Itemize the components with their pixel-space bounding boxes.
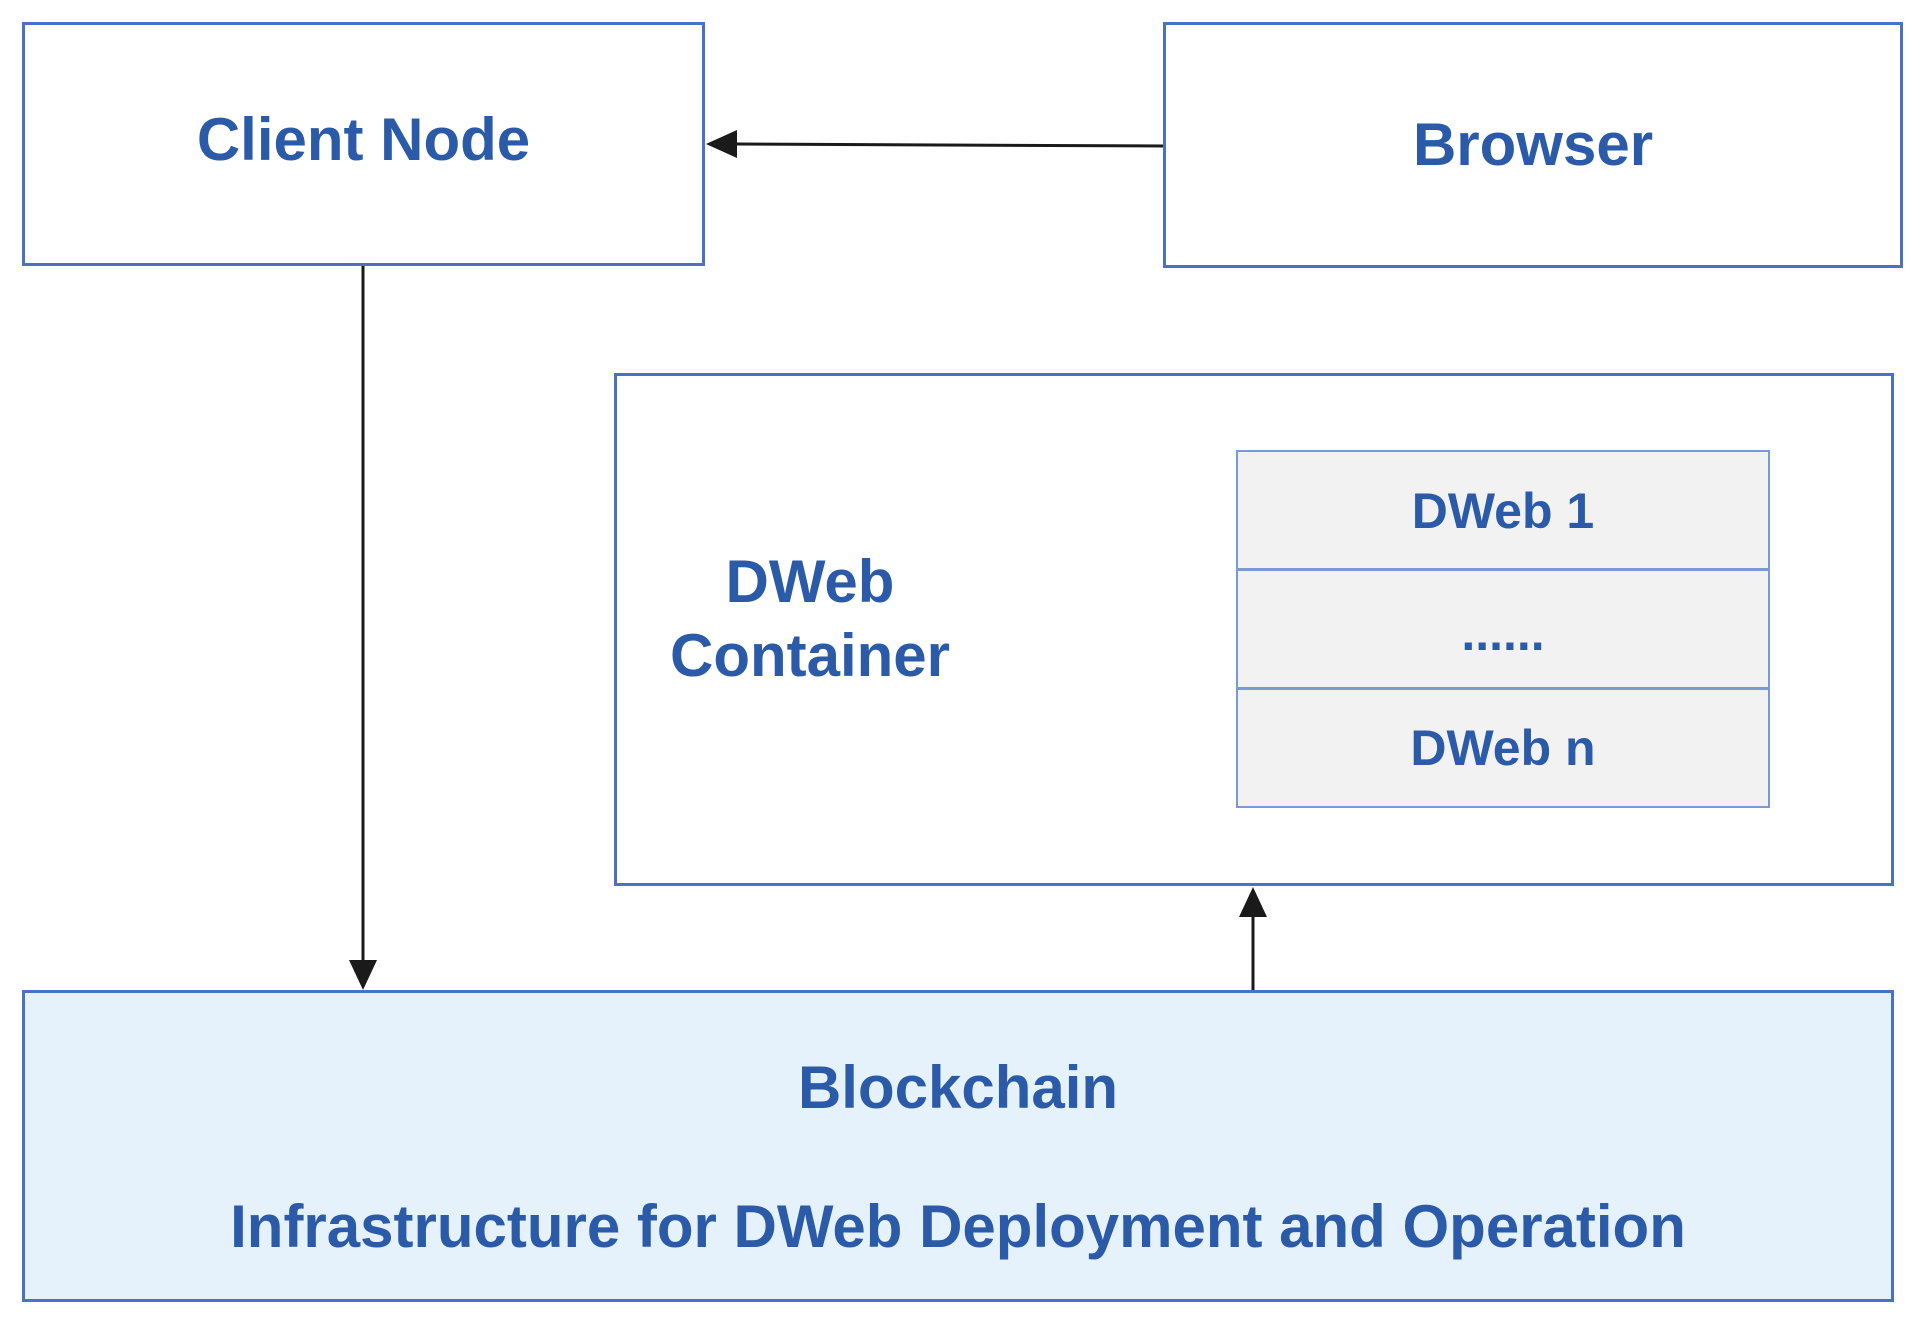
dweb-ellipsis-label: ......: [1461, 605, 1545, 661]
client-node-label: Client Node: [196, 106, 531, 173]
dweb-stack-item-last: [1236, 688, 1770, 808]
dweb-container-label-line1: DWeb: [725, 548, 895, 615]
client-node-box: [22, 22, 705, 266]
arrowhead-container: [1239, 887, 1267, 917]
dweb-first-label: DWeb 1: [1411, 483, 1595, 539]
dweb-container-label-line2: Container: [669, 622, 951, 689]
dweb-stack-item-ellipsis: [1236, 569, 1770, 689]
blockchain-subtitle: Infrastructure for DWeb Deployment and O…: [230, 1193, 1686, 1260]
browser-label: Browser: [1412, 111, 1654, 178]
blockchain-box: [22, 990, 1894, 1302]
arrow-browser-to-client-node: [734, 142, 1164, 148]
blockchain-title: Blockchain: [797, 1054, 1119, 1121]
dweb-last-label: DWeb n: [1410, 720, 1596, 776]
arrowhead-blockchain: [349, 960, 377, 990]
arrowhead-client-node: [706, 130, 737, 158]
browser-box: [1163, 22, 1903, 268]
